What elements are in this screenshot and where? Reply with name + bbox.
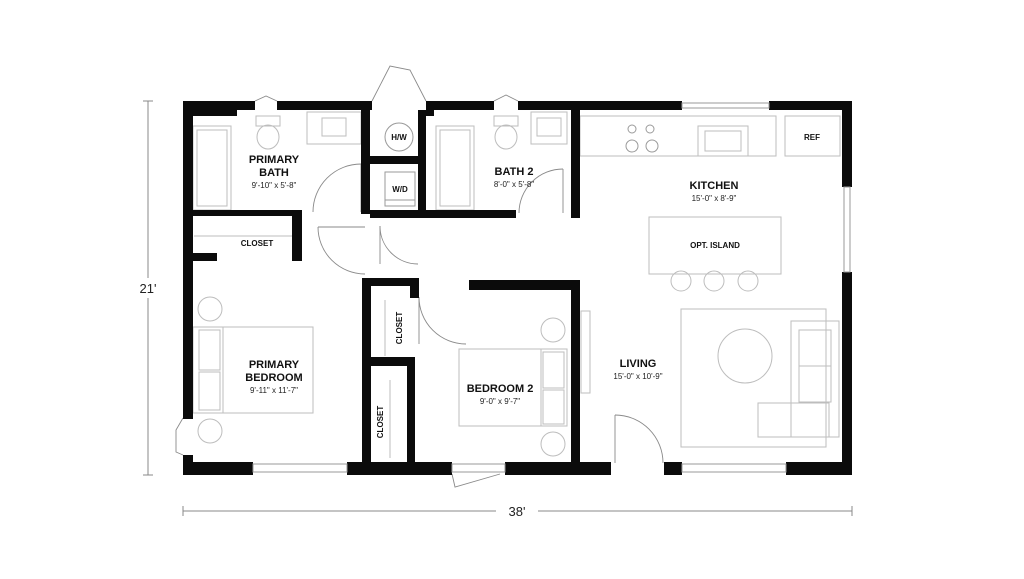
primary-bath-name-2: BATH	[259, 167, 289, 179]
wd-label: W/D	[392, 185, 408, 194]
bath2-bathtub	[435, 125, 475, 211]
bedroom2-name: BEDROOM 2	[467, 383, 534, 395]
width-dimension: 38'	[182, 500, 853, 522]
closet-primary-label: CLOSET	[241, 239, 274, 248]
stool	[737, 270, 759, 292]
coffee-table	[717, 328, 773, 384]
living-rug	[680, 308, 827, 448]
kitchen-sink	[697, 125, 749, 157]
bath2-dims: 8'-0" x 5'-8"	[494, 180, 534, 189]
primary-bathtub	[192, 125, 232, 211]
primary-vanity	[306, 111, 362, 145]
height-dimension: 21'	[132, 100, 164, 476]
primary-bedroom-name-1: PRIMARY	[249, 359, 300, 371]
fixtures	[192, 94, 841, 458]
width-label: 38'	[509, 504, 526, 519]
opt-island-label: OPT. ISLAND	[690, 241, 740, 250]
stove	[625, 124, 659, 153]
washer-dryer	[384, 171, 416, 207]
primary-bath-name-1: PRIMARY	[249, 154, 300, 166]
bath2-vanity	[530, 111, 568, 145]
kitchen-name: KITCHEN	[690, 180, 739, 192]
primary-bedroom-dims: 9'-11" x 11'-7"	[250, 386, 298, 395]
room-labels: PRIMARY BATH 9'-10" x 5'-8" BATH 2 8'-0"…	[241, 133, 820, 438]
kitchen-counter	[579, 115, 777, 157]
closet-vertical-1-label: CLOSET	[395, 312, 404, 345]
water-heater	[384, 122, 414, 152]
bath2-toilet	[493, 115, 519, 150]
kitchen-dims: 15'-0" x 8'-9"	[692, 194, 737, 203]
primary-bath-dims: 9'-10" x 5'-8"	[252, 181, 297, 190]
primary-bedroom-name-2: BEDROOM	[245, 372, 302, 384]
kitchen-island	[648, 216, 782, 275]
sofa	[757, 320, 840, 438]
bedroom2-dims: 9'-0" x 9'-7"	[480, 397, 520, 406]
stool	[703, 270, 725, 292]
living-dims: 15'-0" x 10'-9"	[613, 372, 662, 381]
bedroom2-bed	[458, 317, 568, 457]
tv-console	[580, 310, 591, 394]
ref-label: REF	[804, 133, 820, 142]
stool	[670, 270, 692, 292]
hw-label: H/W	[391, 133, 407, 142]
living-name: LIVING	[620, 358, 657, 370]
refrigerator	[784, 115, 841, 157]
primary-toilet	[255, 115, 281, 150]
closet-vertical-2-label: CLOSET	[376, 406, 385, 439]
bath2-name: BATH 2	[495, 166, 534, 178]
walls	[183, 101, 852, 475]
height-label: 21'	[140, 281, 157, 296]
